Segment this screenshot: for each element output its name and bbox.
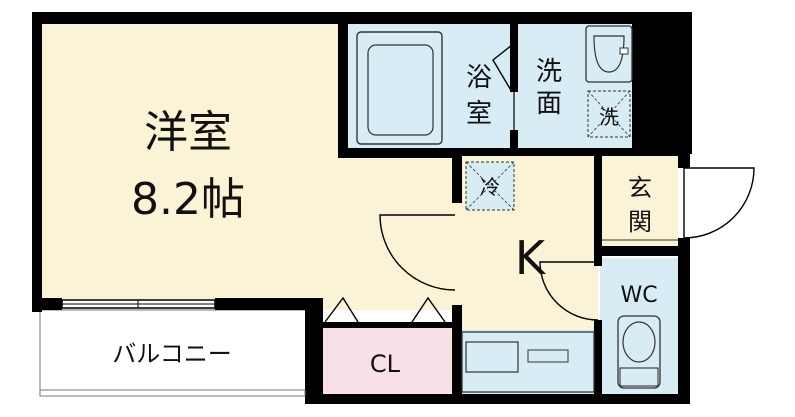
- bathroom-label-1: 浴: [466, 63, 492, 93]
- balcony-floor: [39, 309, 311, 396]
- washbasin: [585, 25, 633, 83]
- toilet-label: WC: [620, 283, 657, 308]
- closet-door-right: [411, 296, 446, 323]
- western-room-size: 8.2帖: [131, 174, 245, 225]
- entrance-label-1: 玄: [628, 174, 652, 202]
- fridge-space: [465, 161, 515, 211]
- washer-label: 洗: [599, 105, 619, 129]
- toilet-door: [539, 261, 599, 321]
- fridge-label: 冷: [480, 175, 500, 199]
- kitchen-counter: [461, 331, 595, 393]
- western-room-door: [379, 214, 456, 291]
- closet-floor: [320, 325, 460, 395]
- kitchen-label: K: [515, 231, 547, 285]
- balcony-railing: [39, 389, 306, 397]
- bathroom-door: [492, 44, 513, 93]
- entrance-door: [683, 167, 755, 239]
- bathtub: [356, 31, 443, 145]
- balcony-window: [61, 299, 216, 309]
- washer-space: [587, 90, 631, 138]
- bathroom-label-2: 室: [466, 99, 492, 129]
- entrance-label-2: 関: [628, 208, 652, 236]
- western-room-name: 洋室: [144, 107, 232, 158]
- closet-label: CL: [370, 350, 401, 378]
- washroom-label-2: 面: [536, 89, 562, 119]
- balcony-label: バルコニー: [112, 340, 232, 368]
- closet-door-left: [324, 296, 359, 323]
- toilet: [617, 315, 661, 389]
- walls: [32, 12, 692, 404]
- entrance-floor: [600, 155, 678, 250]
- western-room-floor-lower: [40, 150, 460, 310]
- washroom-label-1: 洗: [536, 57, 562, 87]
